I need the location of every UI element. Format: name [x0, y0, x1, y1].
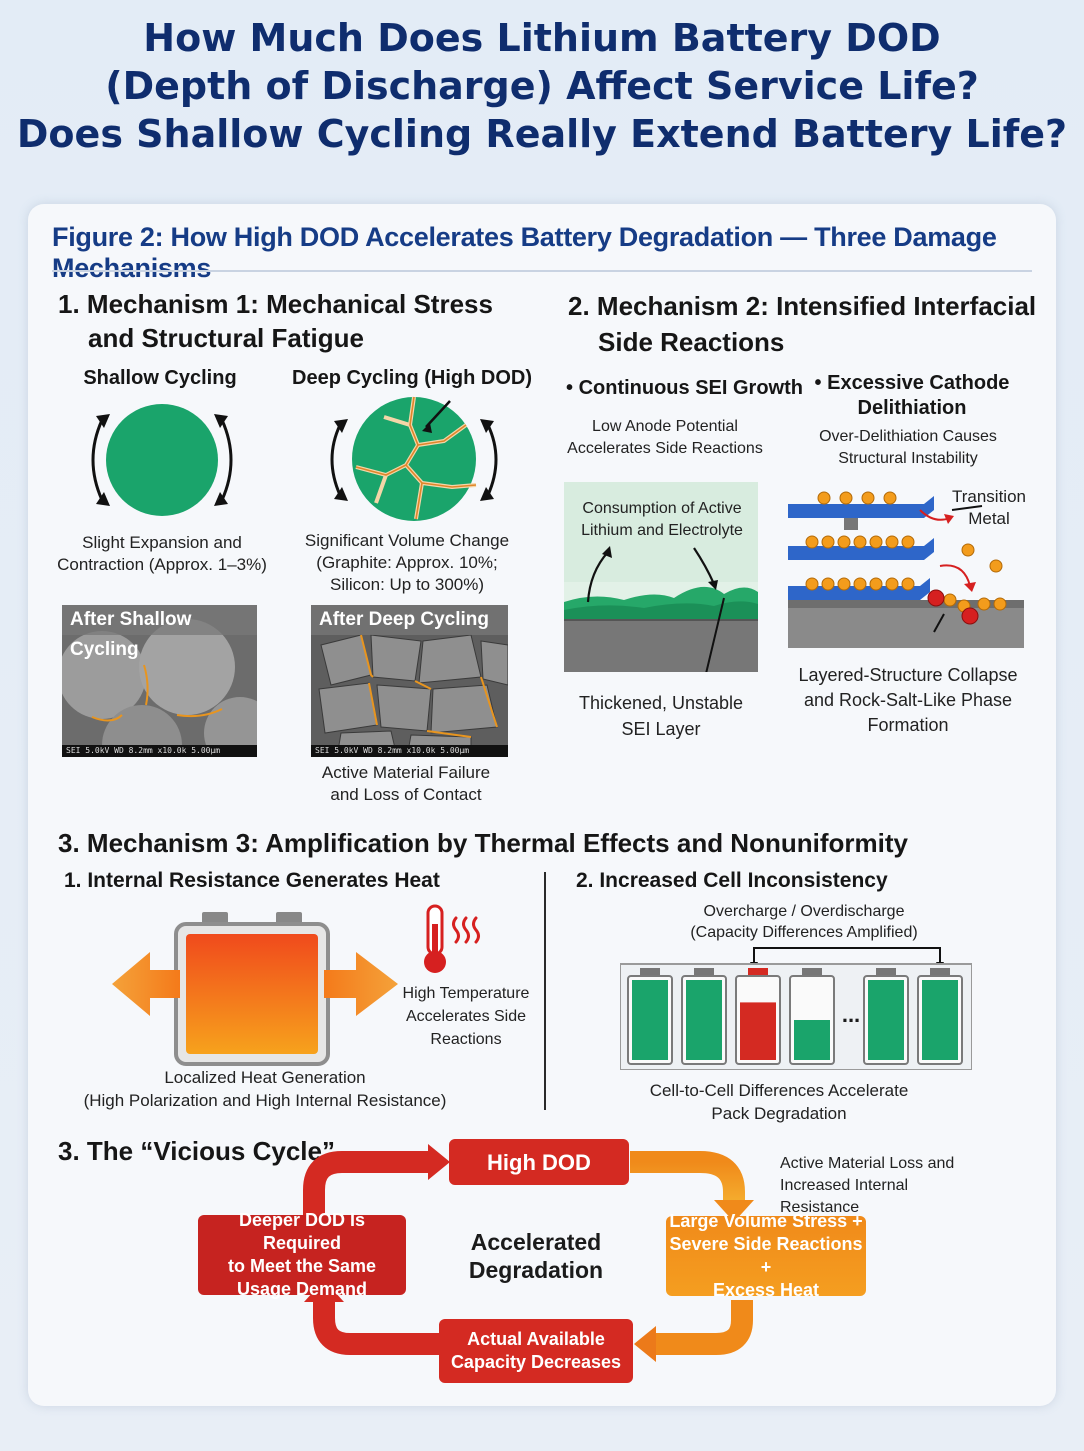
cell-pack-diagram — [620, 947, 972, 1070]
sei-growth-title: Continuous SEI Growth — [566, 377, 806, 400]
mech3-heading: 3. Mechanism 3: Amplification by Thermal… — [58, 828, 908, 858]
deep-cracked-particle-diagram — [330, 396, 498, 521]
high-dod-node: High DOD — [449, 1139, 629, 1185]
cycle-arrows-diagram — [303, 1144, 754, 1362]
thermometer-icon — [424, 904, 480, 973]
shallow-caption: Slight Expansion and Contraction (Approx… — [57, 533, 267, 574]
figure-card — [28, 204, 1056, 1406]
heat-battery-diagram — [112, 912, 398, 1066]
stress-node: Large Volume Stress + Severe Side Reacti… — [666, 1211, 866, 1300]
cell-charge-level — [794, 1020, 830, 1060]
shallow-particle-diagram — [91, 404, 233, 516]
cell-terminal — [640, 968, 660, 976]
deep-sem-caption: Active Material Failure and Loss of Cont… — [321, 763, 491, 804]
capacity-node: Actual Available Capacity Decreases — [439, 1319, 633, 1383]
cell-terminal — [802, 968, 822, 976]
cell-charge-level — [922, 980, 958, 1060]
sei-subtitle: Low Anode Potential Accelerates Side Rea… — [567, 418, 763, 457]
sem-deep-footer: SEI 5.0kV WD 8.2mm x10.0k 5.00μm — [311, 745, 508, 757]
cathode-subtitle: Over-Delithiation Causes Structural Inst… — [819, 428, 997, 467]
sei-layer-diagram — [564, 482, 758, 672]
deeper-dod-node: Deeper DOD Is Required to Meet the Same … — [198, 1210, 406, 1299]
cycle-center-label: Accelerated Degradation — [468, 1229, 604, 1283]
mech2-heading: 2. Mechanism 2: Intensified Interfacial … — [568, 291, 1037, 357]
temp-caption: High Temperature Accelerates Side Reacti… — [402, 985, 530, 1048]
page-title: How Much Does Lithium Battery DOD (Depth… — [16, 16, 1068, 156]
cathode-caption: Layered-Structure Collapse and Rock-Salt… — [798, 665, 1018, 735]
cycle-arrow-note: Active Material Loss and Increased Inter… — [780, 1155, 955, 1216]
transition-metal-label: Transition Metal — [951, 487, 1026, 528]
sei-caption: Thickened, Unstable SEI Layer — [578, 693, 744, 739]
cell-terminal — [876, 968, 896, 976]
cells-ellipsis: ... — [841, 1002, 861, 1027]
mech1-heading: 1. Mechanism 1: Mechanical Stress and St… — [58, 289, 493, 353]
sem-image-shallow: After Shallow Cycling SEI 5.0kV WD 8.2mm… — [62, 605, 257, 757]
deep-caption: Significant Volume Change (Graphite: App… — [304, 531, 510, 594]
cathode-layer-diagram — [788, 491, 1024, 648]
cathode-title: Excessive Cathode Delithiation — [806, 371, 1018, 421]
figure-title: Figure 2: How High DOD Accelerates Batte… — [52, 222, 997, 283]
cell-terminal — [748, 968, 768, 976]
inconsistency-title: 2. Increased Cell Inconsistency — [576, 869, 888, 892]
shallow-cycling-label: Shallow Cycling — [83, 367, 237, 389]
mech3-divider — [544, 872, 546, 1110]
cell-charge-level — [868, 980, 904, 1060]
cell-charge-level — [632, 980, 668, 1060]
heat-title: 1. Internal Resistance Generates Heat — [64, 869, 440, 892]
cell-terminal — [694, 968, 714, 976]
sem-shallow-label: After Shallow Cycling — [62, 605, 257, 660]
cycle-heading: 3. The “Vicious Cycle” — [58, 1136, 335, 1166]
sei-box-label: Consumption of Active Lithium and Electr… — [581, 500, 743, 539]
figure-divider — [52, 270, 1032, 272]
deep-cycling-label: Deep Cycling (High DOD) — [292, 367, 533, 389]
sem-shallow-footer: SEI 5.0kV WD 8.2mm x10.0k 5.00μm — [62, 745, 257, 757]
inconsistency-caption: Cell-to-Cell Differences Accelerate Pack… — [649, 1081, 909, 1123]
cell-charge-level — [740, 1002, 776, 1060]
heat-caption: Localized Heat Generation (High Polariza… — [83, 1068, 447, 1110]
sem-deep-label: After Deep Cycling — [311, 605, 508, 635]
cell-terminal — [930, 968, 950, 976]
inconsistency-subtitle: Overcharge / Overdischarge (Capacity Dif… — [690, 903, 918, 941]
sem-image-deep: After Deep Cycling SEI 5.0kV WD 8.2mm x1… — [311, 605, 508, 757]
cell-charge-level — [686, 980, 722, 1060]
